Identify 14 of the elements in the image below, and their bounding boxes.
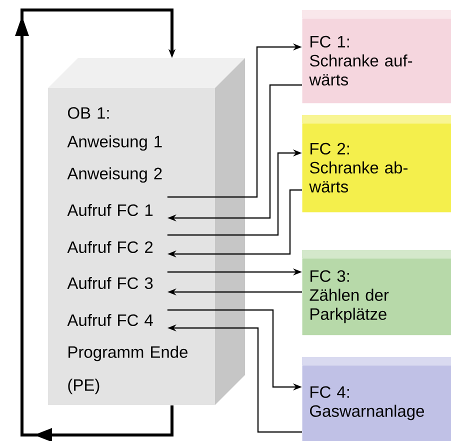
function-box: FC 3: Zählen der Parkplätze xyxy=(302,250,451,336)
block-drawing xyxy=(48,58,245,405)
instruction-text: Aufruf FC 4 xyxy=(67,314,153,326)
instruction-text: Programm Ende (PE) xyxy=(68,346,188,394)
instruction-text: Aufruf FC 2 xyxy=(67,240,153,254)
function-box: FC 2: Schranke ab- wärts xyxy=(302,115,451,212)
loop-arrow xyxy=(15,8,176,441)
function-box: FC 4: Gaswarnanlage xyxy=(302,357,451,441)
instruction-text: Aufruf FC 3 xyxy=(67,276,153,290)
instruction-text: Anweisung 2 xyxy=(67,167,162,183)
instruction-text: OB 1: xyxy=(68,107,109,119)
instruction-text: Aufruf FC 1 xyxy=(67,204,153,216)
instruction-text: Anweisung 1 xyxy=(67,135,162,151)
function-box: FC 1: Schranke auf- wärts xyxy=(302,10,451,104)
